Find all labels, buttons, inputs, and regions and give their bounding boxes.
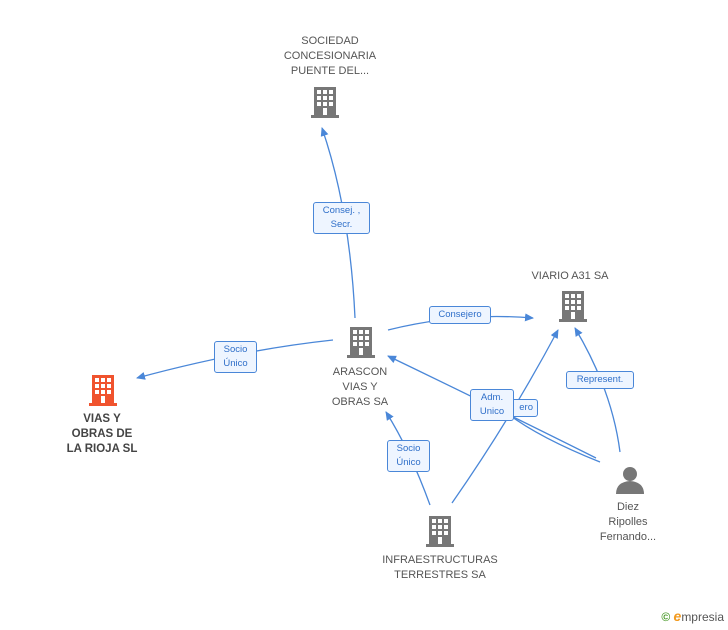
watermark: © empresia (661, 608, 724, 624)
node-label-sociedad[interactable]: SOCIEDAD CONCESIONARIA PUENTE DEL... (283, 35, 377, 77)
person-icon (616, 467, 644, 494)
node-label-viario[interactable]: VIARIO A31 SA (531, 270, 609, 282)
building-icon (426, 516, 454, 547)
edge-label-consejero: Consejero (429, 306, 491, 324)
building-icon (89, 375, 117, 406)
copyright-symbol: © (661, 610, 671, 624)
node-label-arascon[interactable]: ARASCON VIAS Y OBRAS SA (331, 366, 389, 408)
building-icon (559, 291, 587, 322)
node-label-infra[interactable]: INFRAESTRUCTURAS TERRESTRES SA (382, 554, 498, 581)
edge-label-represent: Represent. (566, 371, 634, 389)
node-label-vias-rioja[interactable]: VIAS Y OBRAS DE LA RIOJA SL (66, 413, 138, 455)
building-icon (347, 327, 375, 358)
edge-label-adm-unico: Adm. Unico (470, 389, 514, 421)
brand-logo-initial: e (673, 608, 682, 624)
node-label-diez[interactable]: Diez Ripolles Fernando... (599, 501, 657, 543)
edge-diez-viario (574, 327, 621, 453)
edge-label-socio-unico-infra: Socio Único (387, 440, 430, 472)
edge-label-consej-secr: Consej. , Secr. (313, 202, 370, 234)
building-icon (311, 87, 339, 118)
edge-label-socio-unico-rioja: Socio Único (214, 341, 257, 373)
brand-name: mpresia (681, 610, 724, 624)
